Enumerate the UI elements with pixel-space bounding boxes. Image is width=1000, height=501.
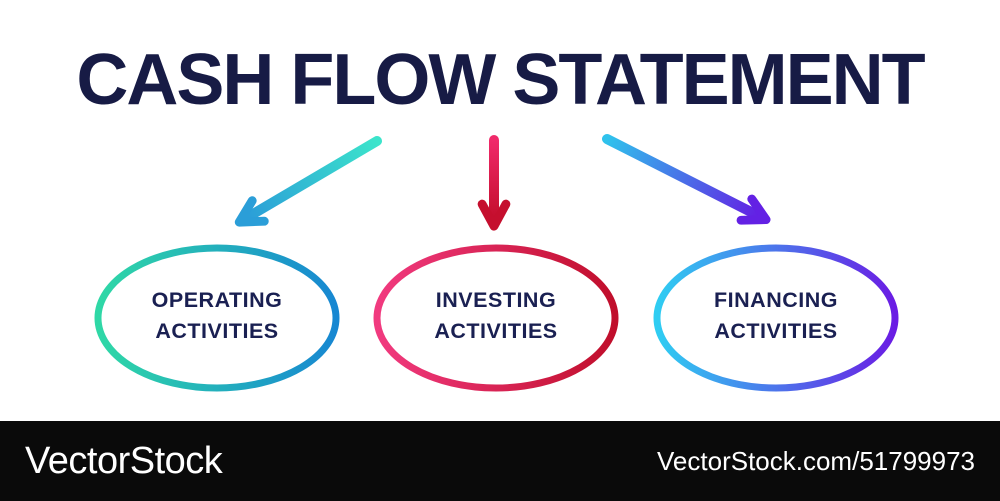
vectorstock-logo: VectorStock	[25, 439, 223, 482]
watermark-footer-bar: VectorStock VectorStock.com/51799973	[0, 421, 1000, 501]
arrow-to-financing	[602, 134, 771, 225]
label-line: ACTIVITIES	[434, 319, 558, 343]
page-title: CASH FLOW STATEMENT	[76, 40, 925, 120]
investing-activities-ellipse	[373, 244, 619, 392]
label-line: FINANCING	[714, 288, 838, 312]
financing-activities-ellipse	[653, 244, 899, 392]
operating-activities-label: OPERATING ACTIVITIES	[152, 285, 283, 347]
operating-activities-ellipse	[94, 244, 340, 392]
label-line: INVESTING	[435, 288, 557, 312]
watermark-url-text: VectorStock.com/51799973	[657, 445, 975, 476]
label-line: OPERATING	[151, 288, 283, 312]
label-line: ACTIVITIES	[714, 319, 838, 343]
financing-activities-label: FINANCING ACTIVITIES	[714, 285, 838, 347]
investing-activities-label: INVESTING ACTIVITIES	[434, 285, 557, 347]
label-line: ACTIVITIES	[155, 319, 279, 343]
arrow-to-operating	[234, 136, 382, 227]
